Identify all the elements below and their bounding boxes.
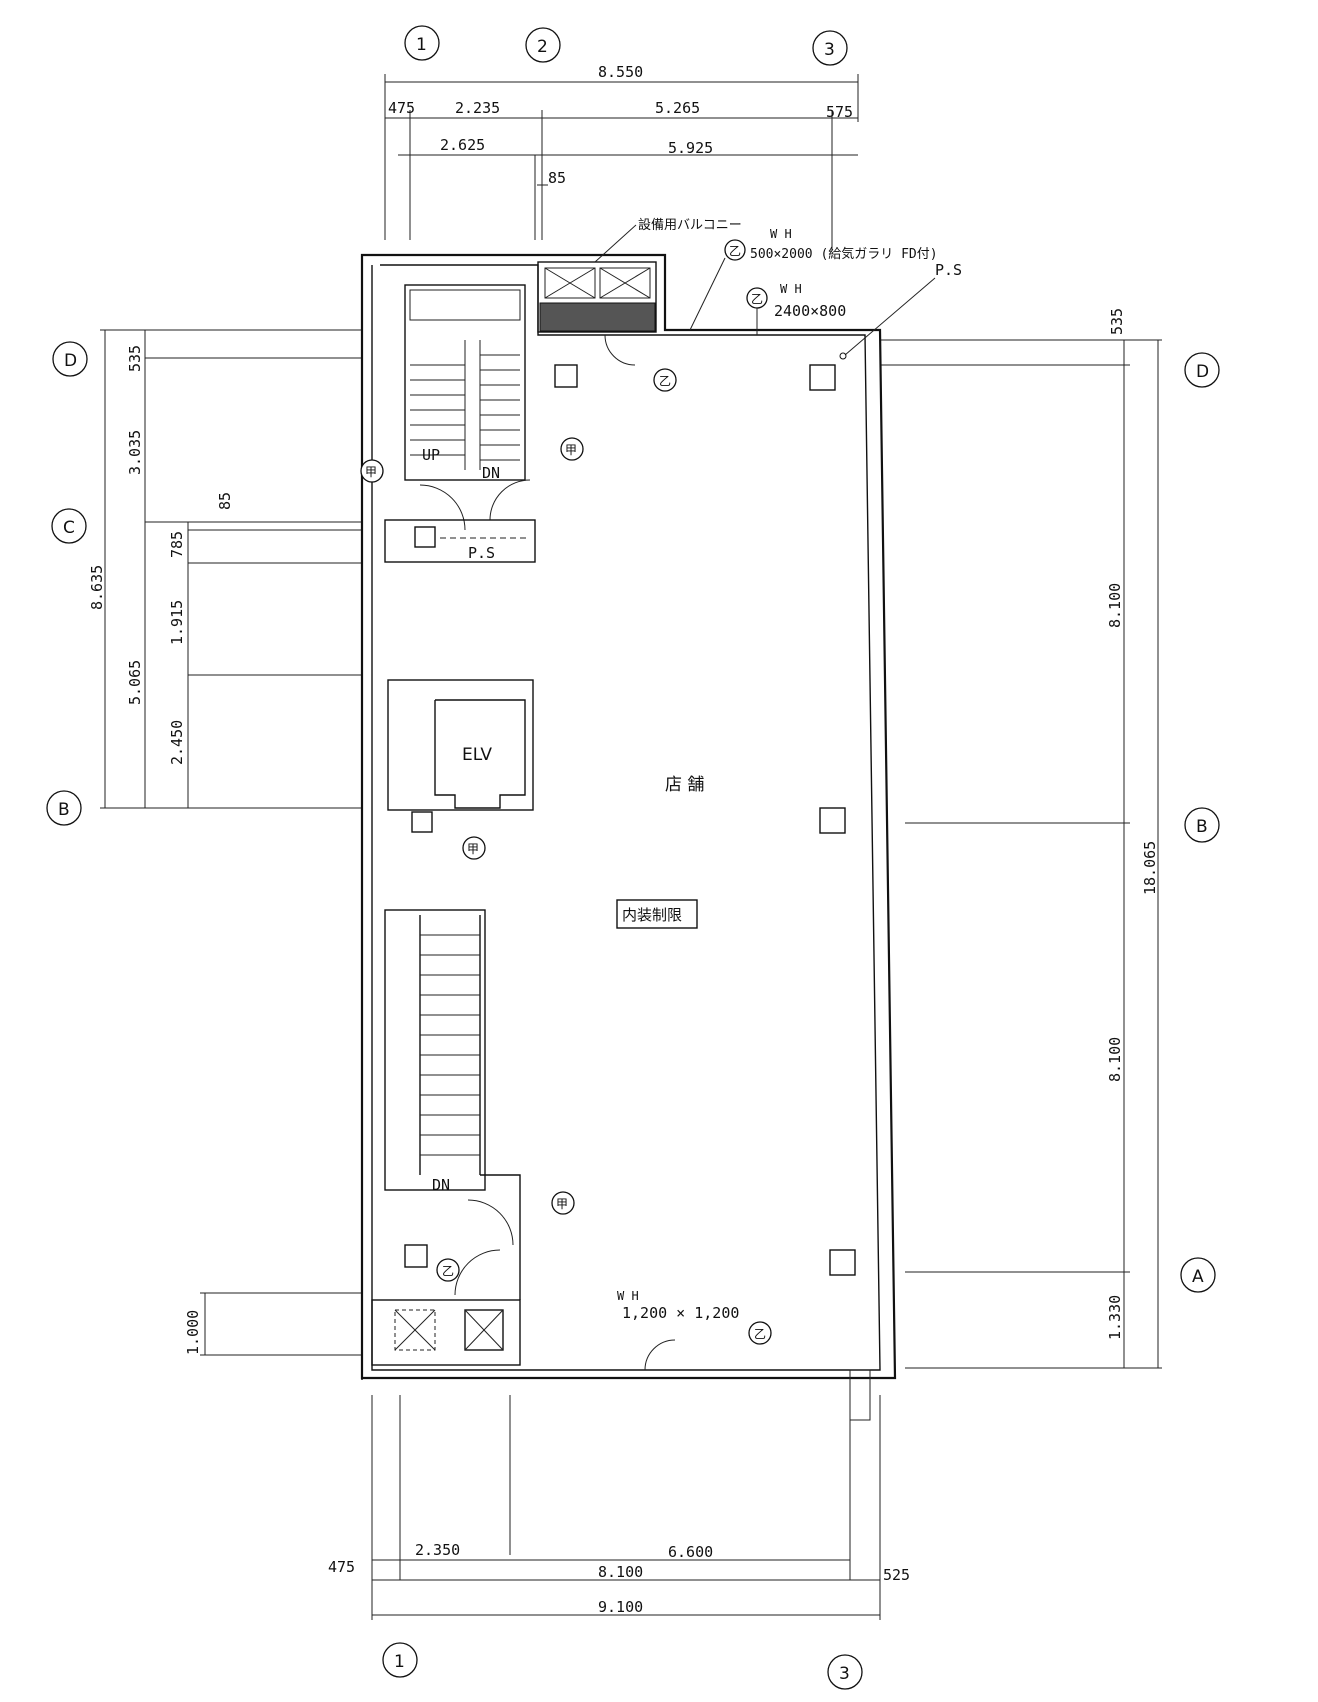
svg-text:1: 1 [394,1652,405,1672]
svg-text:3: 3 [839,1664,850,1684]
lower-equipment [371,1299,521,1366]
win-top-wh-label: W H [780,282,802,296]
svg-text:B: B [58,800,70,820]
svg-text:B: B [1196,817,1208,837]
grid-right-A: A [1180,1257,1216,1293]
grid-left-C: C [51,508,87,544]
grid-top-1: 1 [404,25,440,61]
top-annotations: 乙 W H 500×2000 (給気ガラリ FD付) 乙 W H 2400×80… [689,227,962,360]
grid-left-D: D [52,341,88,377]
dim-left-1000: 1.000 [184,1310,202,1355]
dim-bot-525: 525 [883,1566,910,1584]
stair-up-label: UP [422,446,440,464]
dim-bot-2350: 2.350 [415,1541,460,1559]
dim-right-8100a: 8.100 [1106,583,1124,628]
grid-right-B: B [1184,807,1220,843]
grid-bottom-3: 3 [827,1654,863,1690]
dim-top-a3: 5.265 [655,99,700,117]
grid-bottom-1: 1 [382,1642,418,1678]
door-swing-stair-2 [489,479,531,521]
right-dimensions: 535 8.100 18.065 8.100 1.330 [880,308,1162,1369]
door-ko-icon-window-top: 乙 [751,292,763,306]
dim-top-b2: 5.925 [668,139,713,157]
dim-bot-8100: 8.100 [598,1563,643,1581]
grid-top-3: 3 [812,30,848,66]
dim-top-total: 8.550 [598,63,643,81]
door-ko-icon-vent: 乙 [729,244,741,258]
stair-dn-label-bottom: DN [432,1176,450,1194]
door-ko-icon-balcony: 乙 [659,374,671,388]
win-bot-wh-label: W H [617,1289,639,1303]
svg-text:3: 3 [824,40,835,60]
dim-left-785: 785 [168,531,186,558]
dim-left-5065: 5.065 [126,660,144,705]
dim-top-c: 85 [548,169,566,187]
dim-left-3035: 3.035 [126,430,144,475]
vent-label: 500×2000 (給気ガラリ FD付) [750,246,938,262]
top-dimensions: 8.550 475 2.235 5.265 575 2.625 5.925 85 [384,63,859,250]
stair-treads-top [410,354,520,461]
dim-right-1330: 1.330 [1106,1295,1124,1340]
dim-left-2450: 2.450 [168,720,186,765]
dim-top-a1: 475 [388,99,415,117]
equipment-balcony: 設備用バルコニー [537,217,742,333]
dim-bot-9100: 9.100 [598,1598,643,1616]
door-kou-markers: 甲 甲 甲 甲 [360,437,584,1215]
door-ko-icon-entrance: 乙 [754,1327,766,1341]
door-ko-icon-lower: 乙 [442,1264,454,1278]
svg-text:D: D [64,351,77,371]
grid-right-D: D [1184,352,1220,388]
svg-text:D: D [1196,362,1209,382]
svg-text:甲: 甲 [467,842,479,856]
stair-top: UP DN [404,284,531,531]
svg-text:1: 1 [416,35,427,55]
dim-top-a2: 2.235 [455,99,500,117]
vent-wh-label: W H [770,227,792,241]
door-swing-entrance [644,1339,676,1371]
dim-top-a4: 575 [826,103,853,121]
ps-mid-label: P.S [468,544,495,562]
dim-right-18065: 18.065 [1141,841,1159,895]
door-swing-lower-1 [467,1199,514,1246]
svg-text:甲: 甲 [556,1197,568,1211]
left-dimensions: 535 3.035 8.635 85 785 1.915 5.065 2.450… [88,329,362,1356]
dim-left-1915: 1.915 [168,600,186,645]
elv-label: ELV [462,745,492,765]
win-top-label: 2400×800 [774,302,846,320]
dim-left-85: 85 [216,492,234,510]
dim-left-8635: 8.635 [88,565,106,610]
dim-bot-475: 475 [328,1558,355,1576]
store-label: 店 舗 [665,775,704,795]
columns [554,364,856,1276]
balcony-label: 設備用バルコニー [638,217,742,233]
ps-top-label: P.S [935,261,962,279]
win-bot-label: 1,200 × 1,200 [622,1304,739,1322]
door-swing-balcony [604,334,636,366]
bottom-entrance: W H 1,200 × 1,200 乙 [617,1289,871,1421]
svg-text:内装制限: 内装制限 [622,906,682,924]
building-outline [360,253,897,1380]
dim-right-535: 535 [1108,308,1126,335]
dim-top-b1: 2.625 [440,136,485,154]
dim-bot-6600: 6.600 [668,1543,713,1561]
svg-text:A: A [1192,1267,1204,1287]
elevator: ELV [387,679,534,833]
grid-left-B: B [46,790,82,826]
interior-restriction-stamp: 内装制限 [616,899,698,929]
stair-bottom: DN 乙 [384,909,521,1300]
door-swing-stair-1 [419,484,466,531]
ps-top-left: P.S [384,519,536,563]
svg-text:2: 2 [537,37,548,57]
svg-text:甲: 甲 [365,465,377,479]
svg-text:甲: 甲 [565,443,577,457]
door-swing-lower-2 [454,1249,501,1296]
grid-top-2: 2 [525,27,561,63]
stair-dn-label-top: DN [482,464,500,482]
dim-left-535: 535 [126,345,144,372]
svg-text:C: C [63,518,75,538]
dim-right-8100b: 8.100 [1106,1037,1124,1082]
bottom-dimensions: 2.350 6.600 475 8.100 525 9.100 [328,1395,910,1620]
